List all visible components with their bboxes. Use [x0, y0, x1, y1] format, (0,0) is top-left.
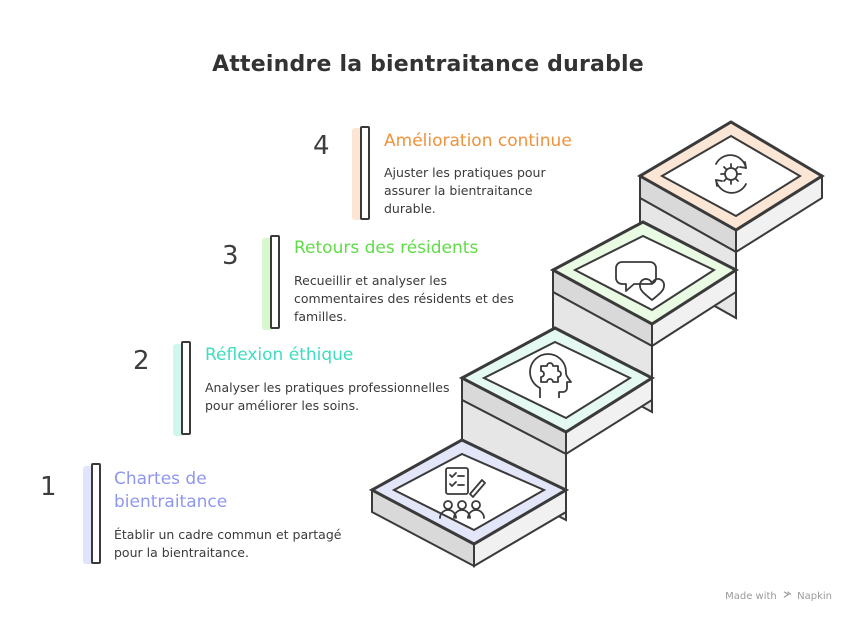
step-2-bar — [181, 341, 191, 435]
diagram-title: Atteindre la bientraitance durable — [212, 52, 644, 77]
step-1-number: 1 — [40, 472, 57, 502]
step-2-top-inner — [481, 340, 633, 420]
step-1-top-inner — [391, 452, 547, 532]
charter-team-icon — [439, 467, 486, 519]
step-3-heading: Retours des résidents — [294, 238, 479, 258]
step-1-bar — [91, 463, 101, 564]
chat-heart-icon — [615, 261, 665, 301]
step-4-top-inner — [659, 134, 802, 218]
step-1-description: Établir un cadre commun et partagé pour … — [114, 527, 342, 560]
footer-made-with: Made with — [725, 591, 777, 602]
step-4-description: Ajuster les pratiques pour assurer la bi… — [384, 165, 546, 216]
step-3-top-inner — [572, 234, 717, 312]
napkin-logo-icon — [783, 590, 792, 602]
step-2-number: 2 — [133, 346, 150, 376]
footer-brand: Napkin — [797, 591, 832, 602]
step-3-description: Recueillir et analyser les commentaires … — [294, 273, 514, 324]
step-3-bar — [270, 235, 280, 329]
step-3-number: 3 — [222, 241, 239, 271]
step-1-heading: Chartes de bientraitance — [114, 469, 228, 512]
cycle-gear-icon — [715, 154, 747, 194]
step-2-description: Analyser les pratiques professionnelles … — [205, 380, 450, 413]
footer-attribution: Made with Napkin — [725, 590, 832, 602]
head-puzzle-icon — [529, 353, 572, 398]
step-4-bar — [360, 126, 370, 220]
step-2-heading: Réflexion éthique — [205, 345, 354, 365]
step-4-number: 4 — [313, 131, 330, 161]
step-4-heading: Amélioration continue — [384, 131, 572, 151]
